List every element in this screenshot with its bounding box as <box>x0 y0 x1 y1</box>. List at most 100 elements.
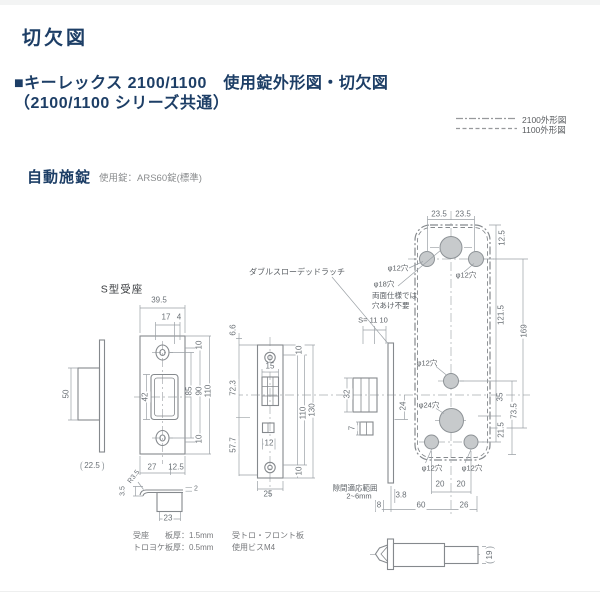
legend-line-samples <box>456 117 517 130</box>
dim-17: 17 <box>161 312 171 322</box>
legend-label-2100: 2100外形図 <box>522 115 567 125</box>
hole12-label-middle: φ12穴 <box>416 358 438 368</box>
hole-18-top <box>439 236 463 259</box>
strike-screw-hole-bottom <box>155 429 170 447</box>
dim-24: 24 <box>398 400 409 412</box>
dim-10-a: 10 <box>194 339 205 351</box>
gap-range-label1: 隙間適応範囲 <box>332 483 378 493</box>
hole18-note1: 両面仕様では <box>372 291 417 300</box>
dim-23-5-a: 23.5 <box>431 209 447 219</box>
case-front-plate <box>256 344 284 479</box>
dim-20-b: 20 <box>455 479 467 490</box>
hole-12-top-right <box>468 251 484 267</box>
dim-72-3: 72.3 <box>228 379 239 397</box>
footnote-screw: 使用ビスM4 <box>232 543 276 552</box>
bolt-faceplate-section <box>386 538 395 571</box>
strike-title: S型受座 <box>100 283 144 296</box>
dim-121-5: 121.5 <box>496 303 507 327</box>
dim-12: 12 <box>263 438 275 449</box>
dim-85: 85 <box>184 385 195 397</box>
dim-8: 8 <box>375 500 383 511</box>
dim-15: 15 <box>264 361 276 372</box>
dim-39-5: 39.5 <box>151 295 167 305</box>
main-shapes <box>77 224 491 571</box>
dim-57-7: 57.7 <box>228 436 239 454</box>
hole18-label: φ18穴 <box>373 279 395 289</box>
dim-21-5: 21.5 <box>496 421 507 439</box>
latch-opening <box>261 376 280 407</box>
dim-22-5: 22.5 <box>80 461 104 471</box>
section-note: 使用錠：ARS60錠(標準) <box>99 173 202 184</box>
hole12-label-top-left: φ12穴 <box>387 263 409 273</box>
dim-2: 2 <box>194 485 198 493</box>
page-bottom-line <box>0 591 600 592</box>
dim-12-5-b: 12.5 <box>497 229 508 247</box>
hole18-note2: 穴あけ不要 <box>372 301 410 310</box>
dim-50: 50 <box>61 389 71 399</box>
footnote-dustbox-value: 板厚：0.5mm <box>165 543 214 552</box>
latch-body-side <box>352 377 378 413</box>
hole-12-middle <box>443 373 459 389</box>
dim-20-a: 20 <box>434 479 446 490</box>
dim-169: 169 <box>519 323 530 339</box>
drill-holes <box>419 236 484 450</box>
spindle-dim-label: S= 11 10 <box>358 315 388 325</box>
dim-27: 27 <box>147 462 157 472</box>
dim-19: 19 <box>485 546 495 564</box>
dim-3-5: 3.5 <box>119 486 127 496</box>
dim-4: 4 <box>176 312 182 322</box>
latch-name-label: ダブルスローデッドラッチ <box>249 267 345 277</box>
footnote-front-plate: 受トロ・フロント板 <box>232 531 304 540</box>
bent-plate-top <box>139 489 183 496</box>
dim-23: 23 <box>162 513 174 524</box>
page-title: 切欠図 <box>22 28 89 49</box>
page-top-strip <box>0 0 600 5</box>
footnote-dustbox-name: トロヨケ <box>133 543 165 552</box>
strike-opening <box>150 373 179 421</box>
gap-range-label2: 2~6mm <box>346 491 372 501</box>
cutout-outline-2100 <box>414 224 491 461</box>
hole-12-top-left <box>419 251 435 267</box>
dim-10-b: 10 <box>194 433 205 445</box>
dim-26: 26 <box>458 500 470 511</box>
dim-10-d: 10 <box>294 465 305 477</box>
dim-3-8: 3.8 <box>395 490 407 500</box>
strike-side-box <box>77 367 101 421</box>
hole12-label-bottom-left: φ12穴 <box>421 463 443 473</box>
strike-screw-hole-top <box>155 344 170 361</box>
bolt-body-narrow <box>443 545 479 565</box>
dim-73-5: 73.5 <box>509 402 520 420</box>
dim-60: 60 <box>415 500 427 511</box>
dim-25: 25 <box>263 489 273 499</box>
dust-box <box>156 491 183 513</box>
section-title: 自動施錠 <box>27 169 92 186</box>
hole12-label-bottom-right: φ12穴 <box>461 463 483 473</box>
bolt-body-wide <box>392 542 446 568</box>
hole-12-bottom-right <box>463 434 479 450</box>
footnote-strike-name: 受座 <box>133 531 149 540</box>
faceplate-side <box>387 342 395 484</box>
strike-front-plate <box>139 335 186 455</box>
dim-7: 7 <box>347 424 358 432</box>
dim-32: 32 <box>342 388 353 400</box>
legend-label-1100: 1100外形図 <box>522 125 566 135</box>
dim-130: 130 <box>307 402 318 418</box>
heading-line2: （2100/1100 シリーズ共通） <box>14 95 230 112</box>
dim-110-a: 110 <box>203 383 214 399</box>
hole-24 <box>439 408 464 433</box>
hole12-label-top-right: φ12穴 <box>455 270 477 280</box>
hole-12-bottom-left <box>424 434 439 450</box>
cutout-outline-1100 <box>417 227 488 458</box>
hole24-label: φ24穴 <box>418 400 440 410</box>
dim-10-c: 10 <box>294 344 305 356</box>
dim-35: 35 <box>495 391 506 403</box>
dim-12-5-a: 12.5 <box>168 462 184 472</box>
dim-23-5-b: 23.5 <box>455 209 471 219</box>
footnote-strike-value: 板厚：1.5mm <box>165 531 214 540</box>
heading-line1: ■キーレックス 2100/1100 使用錠外形図・切欠図 <box>14 75 389 92</box>
dim-6-6: 6.6 <box>228 323 239 337</box>
case-screw-hole-bottom <box>264 461 276 474</box>
dim-42: 42 <box>140 391 151 403</box>
